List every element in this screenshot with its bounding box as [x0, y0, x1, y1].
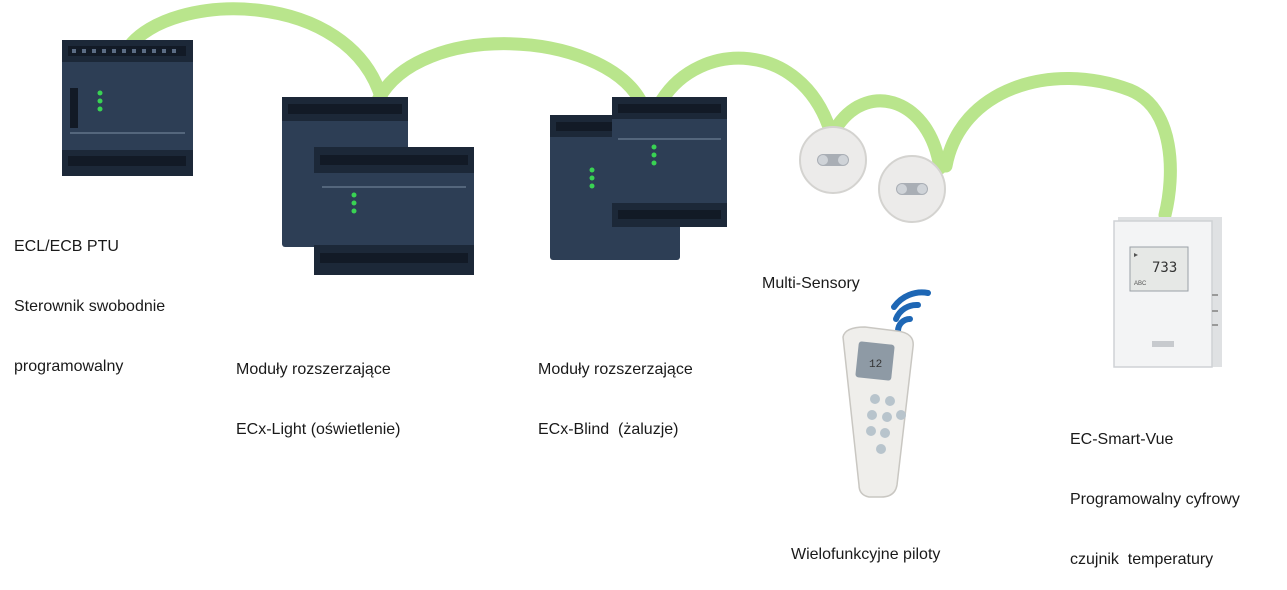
- blind-modules-caption-line-1: Moduły rozszerzające: [538, 361, 693, 378]
- thermostat-caption-line-3: czujnik temperatury: [1070, 551, 1214, 568]
- thermostat-caption: EC-Smart-Vue Programowalny cyfrowy czujn…: [1070, 390, 1240, 590]
- svg-text:ABC: ABC: [1134, 281, 1147, 287]
- multi-sensors-image: [799, 126, 946, 223]
- connection-cables: [121, 2, 1177, 222]
- controller-caption-line-3: programowalny: [14, 358, 124, 375]
- remote-caption: Wielofunkcyjne piloty: [791, 505, 940, 585]
- blind-modules-caption-line-2: ECx-Blind (żaluzje): [538, 421, 679, 438]
- sensors-caption-line-1: Multi-Sensory: [762, 275, 860, 292]
- sensors-caption: Multi-Sensory: [762, 234, 860, 314]
- cable-light-to-blind: [371, 37, 647, 107]
- cable-sensor2-to-thermostat: [939, 72, 1177, 222]
- svg-text:733: 733: [1152, 260, 1177, 276]
- blind-modules-image: [550, 97, 727, 260]
- thermostat-caption-line-2: Programowalny cyfrowy: [1070, 491, 1240, 508]
- controller-caption: ECL/ECB PTU Sterownik swobodnie programo…: [14, 197, 165, 397]
- cable-sensor1-to-sensor2: [831, 94, 947, 175]
- controller-caption-line-1: ECL/ECB PTU: [14, 238, 119, 255]
- cable-blind-to-sensor1: [655, 51, 837, 137]
- blind-modules-caption: Moduły rozszerzające ECx-Blind (żaluzje): [538, 320, 693, 460]
- remote-image: 12: [842, 326, 914, 498]
- light-modules-caption: Moduły rozszerzające ECx-Light (oświetle…: [236, 320, 401, 460]
- thermostat-caption-line-1: EC-Smart-Vue: [1070, 431, 1174, 448]
- svg-text:12: 12: [869, 359, 882, 371]
- wireless-signal-icon: [891, 289, 931, 334]
- controller-device-image: [62, 40, 193, 176]
- remote-caption-line-1: Wielofunkcyjne piloty: [791, 546, 941, 563]
- light-modules-image: [282, 97, 474, 275]
- cable-controller-to-light: [121, 2, 389, 107]
- light-modules-caption-line-2: ECx-Light (oświetlenie): [236, 421, 401, 438]
- controller-caption-line-2: Sterownik swobodnie: [14, 298, 166, 315]
- light-modules-caption-line-1: Moduły rozszerzające: [236, 361, 391, 378]
- thermostat-image: 733 ABC: [1113, 217, 1222, 368]
